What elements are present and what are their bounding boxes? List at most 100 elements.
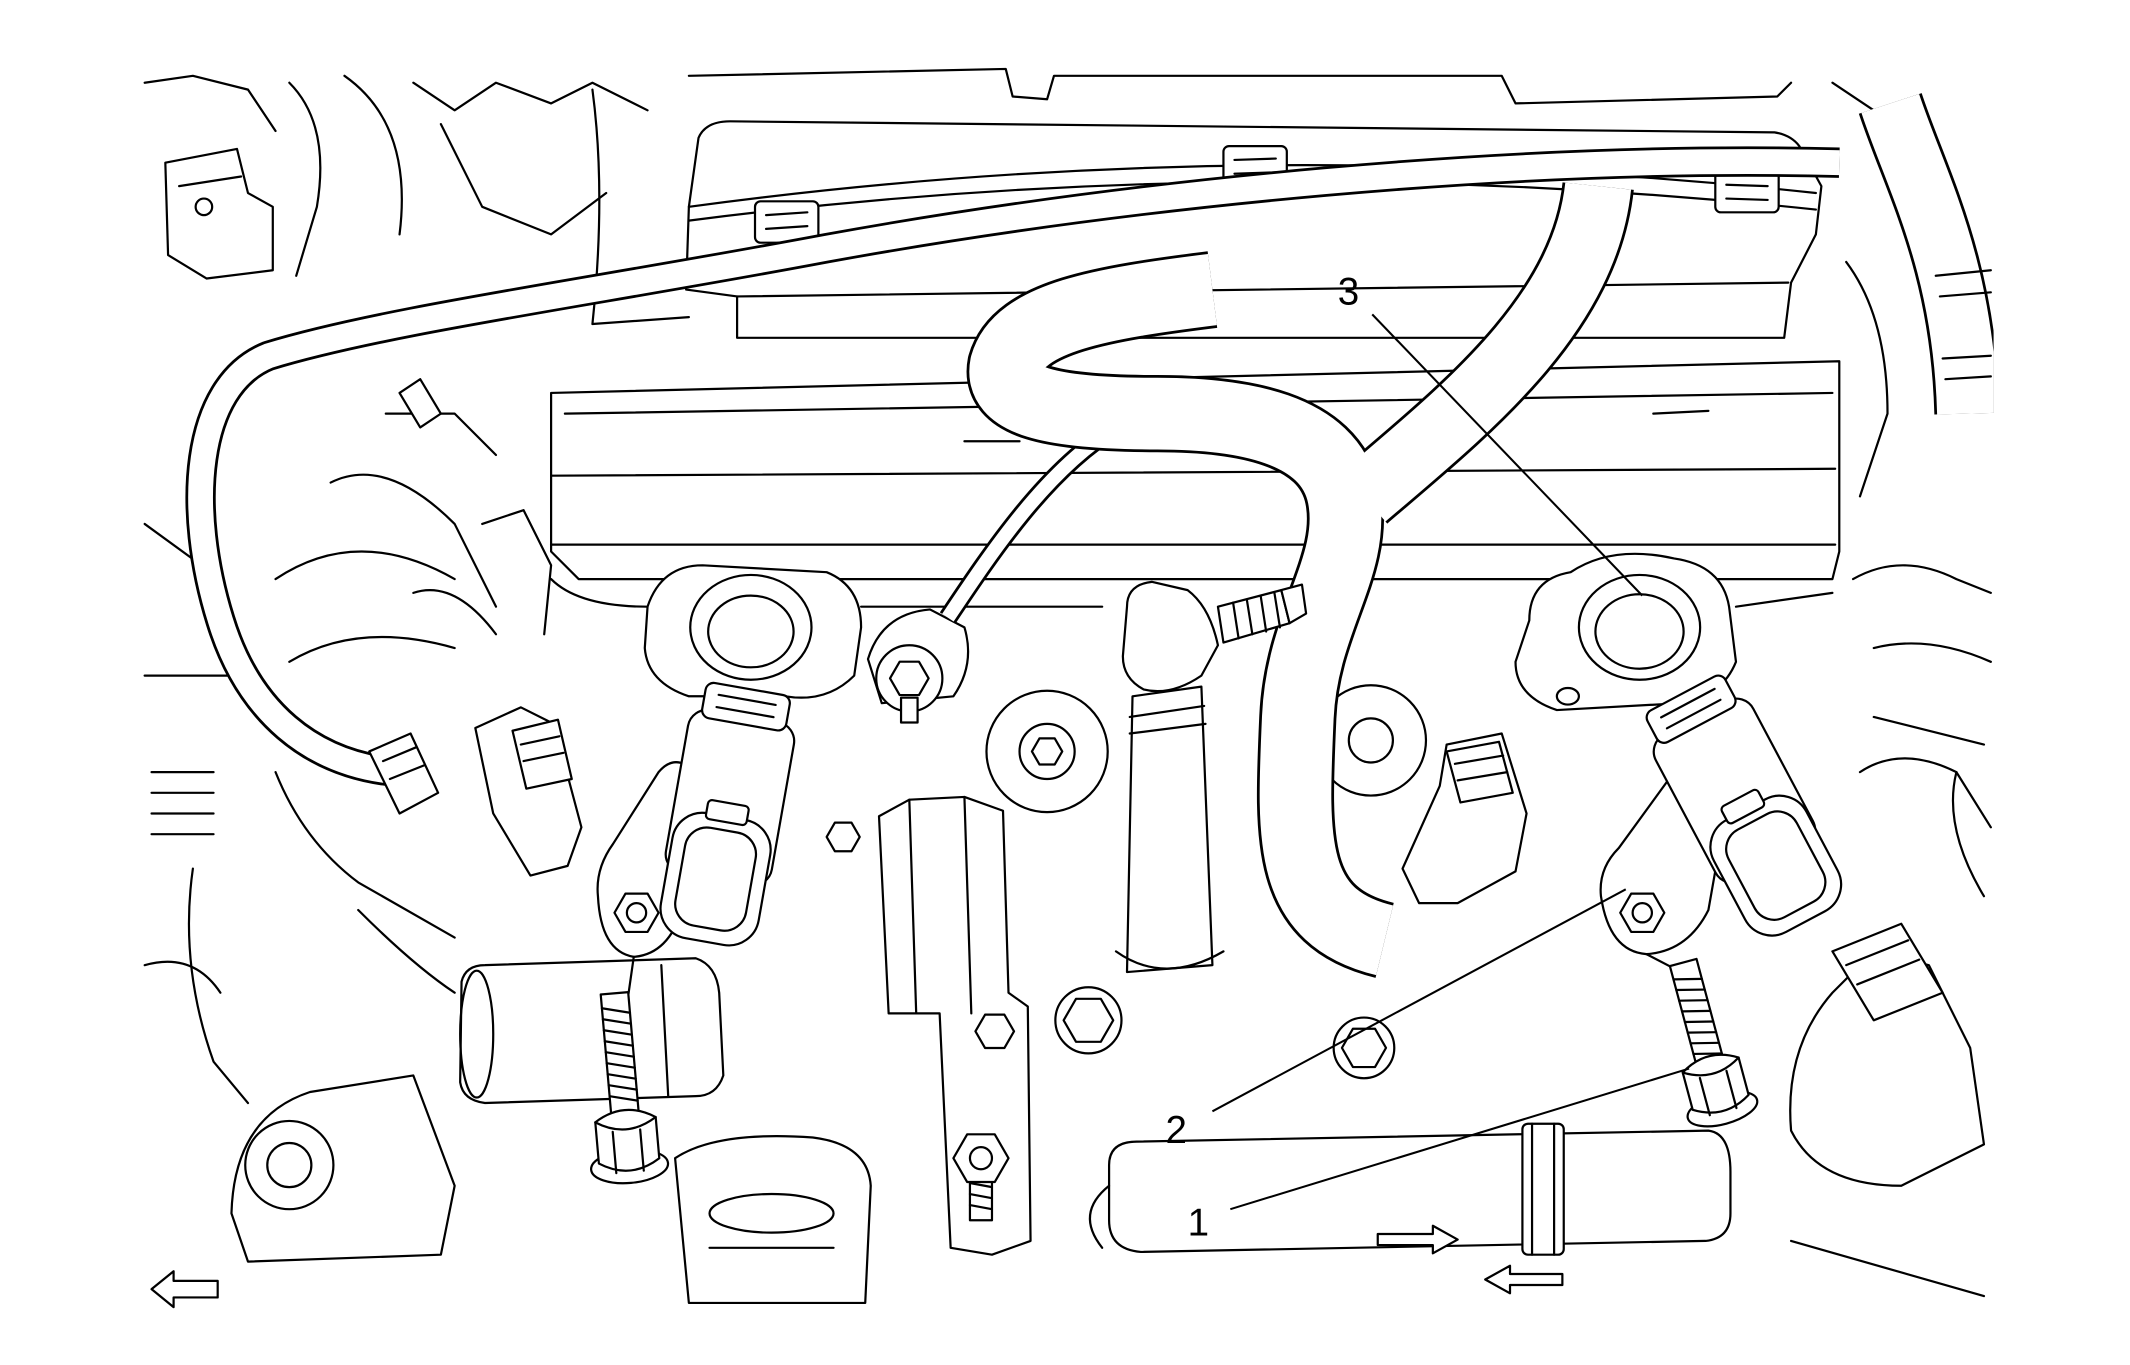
sensor-cap bbox=[1645, 674, 1737, 744]
plug-inner bbox=[266, 1141, 313, 1189]
cover-clip-detail bbox=[1725, 183, 1769, 202]
clamp-tab-arrow bbox=[1376, 1224, 1459, 1255]
background-line bbox=[143, 74, 277, 133]
background-line bbox=[1858, 757, 1992, 829]
knock-sensor-bolt-head bbox=[888, 660, 930, 697]
background-line bbox=[343, 74, 403, 236]
bolt-head bbox=[1062, 997, 1115, 1043]
background-line bbox=[591, 88, 690, 326]
bracket-edge bbox=[178, 175, 243, 188]
left-bolt-thread bbox=[600, 1007, 639, 1102]
left-sensor-body-group bbox=[659, 681, 796, 947]
cover-skirt-edge bbox=[735, 281, 1790, 298]
left-sensor-latch bbox=[704, 799, 750, 827]
background-line bbox=[288, 81, 322, 277]
left-bore-outer bbox=[689, 573, 813, 681]
manifold-detail bbox=[963, 409, 1710, 443]
background-line bbox=[1951, 771, 1986, 898]
background-line bbox=[1789, 1239, 1986, 1298]
background-line bbox=[384, 412, 498, 457]
plug-outer bbox=[244, 1119, 335, 1211]
sensor-latch bbox=[1720, 788, 1766, 825]
left-arrow-icon bbox=[150, 1270, 219, 1309]
manifold-rib bbox=[549, 467, 1837, 477]
knock-sensor bbox=[866, 608, 970, 724]
fuel-pipe-tip bbox=[1280, 583, 1308, 625]
right-hose-assembly bbox=[1789, 922, 1986, 1187]
bore-dowel-hole bbox=[1555, 686, 1581, 706]
harness-connector-rib bbox=[381, 746, 426, 781]
background-line bbox=[1831, 81, 1875, 112]
left-sensor-bolt bbox=[590, 991, 670, 1185]
sensor-cap-detail bbox=[1660, 687, 1722, 730]
hose-end bbox=[1088, 1184, 1111, 1249]
background-line bbox=[187, 867, 250, 1105]
background-line bbox=[357, 908, 456, 994]
boss-seat bbox=[1347, 717, 1395, 764]
left-sensor-bore bbox=[643, 564, 863, 699]
sensor-hex bbox=[1619, 892, 1666, 934]
background-line bbox=[274, 771, 456, 939]
left-sensor-hex-bore bbox=[625, 902, 648, 924]
runner-rib bbox=[660, 964, 670, 1098]
background-line bbox=[1851, 564, 1992, 594]
head-edge bbox=[549, 577, 1834, 608]
hose-branch-fill bbox=[1342, 181, 1632, 522]
intake-runner bbox=[459, 957, 725, 1105]
connector-latch-rib bbox=[1453, 754, 1509, 782]
bracket-bolt-head bbox=[974, 1013, 1016, 1050]
pipe-body bbox=[673, 1135, 872, 1305]
background-hatch bbox=[150, 771, 215, 836]
hose-body bbox=[1107, 1129, 1732, 1254]
bore-flange bbox=[1514, 552, 1738, 712]
fuel-pipe-ring bbox=[1128, 704, 1207, 735]
mounting-bracket bbox=[825, 795, 1032, 1256]
bolt-thread bbox=[1672, 977, 1723, 1056]
boss-with-bolt bbox=[1314, 684, 1428, 797]
knock-sensor-stud bbox=[899, 696, 919, 724]
fuel-pipe-rib bbox=[1231, 591, 1282, 640]
bolt-head bbox=[1681, 1053, 1750, 1114]
bracket-hole bbox=[194, 197, 214, 217]
callout-3-label: 3 bbox=[1338, 271, 1359, 314]
bracket-body bbox=[164, 147, 274, 280]
hose-clamp-band bbox=[1530, 1122, 1556, 1256]
boss-bolt-head bbox=[1030, 737, 1064, 766]
cover-clip-body bbox=[1714, 169, 1780, 214]
background-line bbox=[274, 550, 456, 581]
clamp-tab-arrow bbox=[1484, 1264, 1564, 1295]
callout-2-label: 2 bbox=[1166, 1109, 1187, 1152]
manifold-body bbox=[549, 360, 1841, 581]
background-line bbox=[1845, 260, 1889, 498]
harness-fill bbox=[188, 149, 1840, 785]
left-sensor-cap-detail bbox=[715, 693, 777, 719]
hose-main-fill bbox=[969, 253, 1395, 976]
sensor-bolt bbox=[1668, 957, 1759, 1128]
left-sensor-hex bbox=[613, 892, 660, 934]
left-camshaft-sensor bbox=[596, 681, 796, 997]
runner-body bbox=[459, 957, 725, 1105]
lower-coolant-pipe bbox=[673, 1135, 872, 1305]
callout-1-label: 1 bbox=[1188, 1201, 1209, 1244]
background-structure bbox=[143, 67, 1992, 1298]
callout-1-leader bbox=[1230, 1067, 1690, 1211]
bolt-head bbox=[1340, 1027, 1388, 1069]
fuel-pipe-elbow bbox=[1121, 580, 1220, 693]
lower-bolt bbox=[1332, 1016, 1396, 1080]
runner-end bbox=[459, 969, 495, 1099]
bracket-nut bbox=[952, 1133, 1010, 1184]
background-line bbox=[687, 67, 1793, 105]
coolant-hose bbox=[1088, 1122, 1732, 1295]
background-line bbox=[439, 122, 608, 236]
background-line bbox=[288, 635, 456, 663]
sensor-connector-inner bbox=[1725, 810, 1827, 921]
cover-clip-detail bbox=[764, 211, 809, 230]
camshaft-plug bbox=[230, 1074, 456, 1263]
camshaft-position-sensor bbox=[1599, 674, 1843, 975]
fuel-pipe-vertical bbox=[1125, 685, 1214, 974]
left-bore-inner bbox=[707, 594, 795, 669]
lower-bolt bbox=[1054, 986, 1123, 1055]
left-bolt-head-facet bbox=[594, 1115, 657, 1175]
sensor-hex-bore bbox=[1631, 902, 1654, 924]
